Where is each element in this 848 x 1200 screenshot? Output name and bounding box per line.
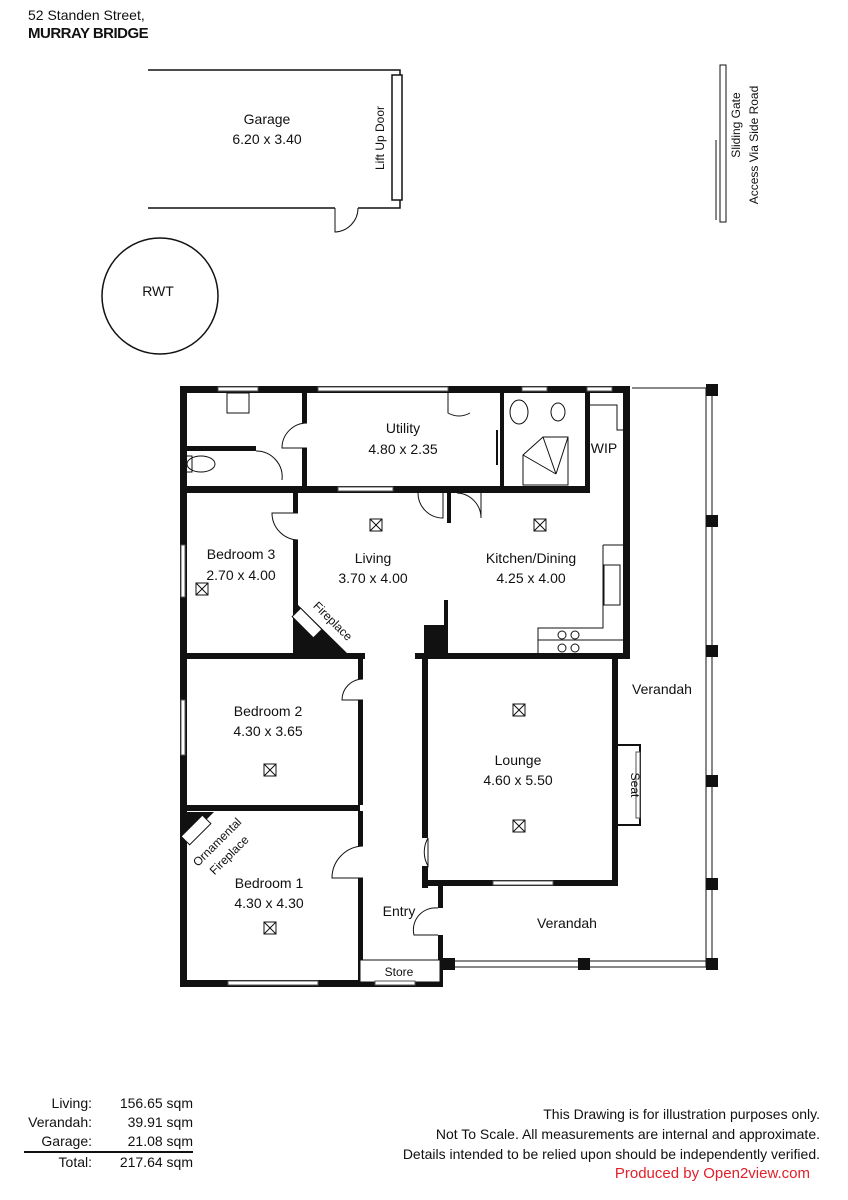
seat-label: Seat bbox=[628, 773, 642, 798]
bedroom2-size: 4.30 x 3.65 bbox=[233, 723, 302, 739]
sliding-gate: Sliding Gate Access Via Side Road bbox=[715, 64, 761, 223]
bedroom3-name: Bedroom 3 bbox=[207, 546, 276, 562]
lounge-name: Lounge bbox=[495, 752, 542, 768]
disclaimer: This Drawing is for illustration purpose… bbox=[403, 1104, 820, 1184]
bedroom1-name: Bedroom 1 bbox=[235, 875, 304, 891]
disclaimer-line: This Drawing is for illustration purpose… bbox=[543, 1106, 820, 1122]
area-row-total: Total: 217.64 sqm bbox=[24, 1151, 193, 1172]
area-value: 156.65 sqm bbox=[119, 1095, 193, 1111]
ceiling-lights bbox=[195, 518, 547, 935]
total-label: Total: bbox=[58, 1154, 92, 1170]
area-label: Verandah: bbox=[28, 1114, 92, 1130]
gate-label: Sliding Gate bbox=[729, 92, 743, 158]
entry-label: Entry bbox=[383, 903, 416, 919]
living-size: 3.70 x 4.00 bbox=[338, 570, 407, 586]
lounge-size: 4.60 x 5.50 bbox=[483, 772, 552, 788]
kitchen-size: 4.25 x 4.00 bbox=[496, 570, 565, 586]
total-value: 217.64 sqm bbox=[119, 1154, 193, 1170]
living-name: Living bbox=[355, 550, 392, 566]
wip-label: WIP bbox=[591, 440, 617, 456]
lift-up-door-label: Lift Up Door bbox=[373, 106, 387, 170]
kitchen-name: Kitchen/Dining bbox=[486, 550, 576, 566]
utility-name: Utility bbox=[386, 420, 420, 436]
suburb: MURRAY BRIDGE bbox=[28, 25, 149, 42]
garage: Garage 6.20 x 3.40 Lift Up Door bbox=[148, 69, 403, 233]
area-summary: Living: 156.65 sqm Verandah: 39.91 sqm Gar… bbox=[10, 1094, 193, 1172]
rainwater-tank: RWT bbox=[101, 237, 219, 355]
area-value: 21.08 sqm bbox=[127, 1133, 193, 1149]
rwt-label: RWT bbox=[142, 283, 174, 299]
area-row-verandah: Verandah: 39.91 sqm bbox=[10, 1113, 193, 1132]
fixtures bbox=[180, 392, 626, 846]
produced-by: Produced by Open2view.com bbox=[614, 1165, 810, 1182]
windows bbox=[180, 386, 641, 986]
address: 52 Standen Street, MURRAY BRIDGE bbox=[28, 6, 149, 43]
utility-size: 4.80 x 2.35 bbox=[368, 441, 437, 457]
area-label: Living: bbox=[51, 1095, 92, 1111]
bedroom2-name: Bedroom 2 bbox=[234, 703, 303, 719]
bedroom1-size: 4.30 x 4.30 bbox=[234, 895, 303, 911]
verandah-side-label: Verandah bbox=[632, 681, 692, 697]
bedroom3-size: 2.70 x 4.00 bbox=[206, 567, 275, 583]
area-row-living: Living: 156.65 sqm bbox=[10, 1094, 193, 1113]
area-value: 39.91 sqm bbox=[127, 1114, 193, 1130]
disclaimer-line: Details intended to be relied upon shoul… bbox=[402, 1146, 820, 1162]
area-row-garage: Garage: 21.08 sqm bbox=[10, 1132, 193, 1151]
store-label: Store bbox=[385, 965, 414, 979]
verandah-front-label: Verandah bbox=[537, 915, 597, 931]
verandah bbox=[443, 384, 718, 970]
disclaimer-line: Not To Scale. All measurements are inter… bbox=[435, 1126, 820, 1142]
area-label: Garage: bbox=[41, 1133, 92, 1149]
garage-name: Garage bbox=[244, 111, 291, 127]
door-swings bbox=[255, 393, 498, 936]
garage-size: 6.20 x 3.40 bbox=[232, 131, 301, 147]
gate-access-label: Access Via Side Road bbox=[747, 86, 761, 205]
street: 52 Standen Street, bbox=[28, 7, 145, 23]
